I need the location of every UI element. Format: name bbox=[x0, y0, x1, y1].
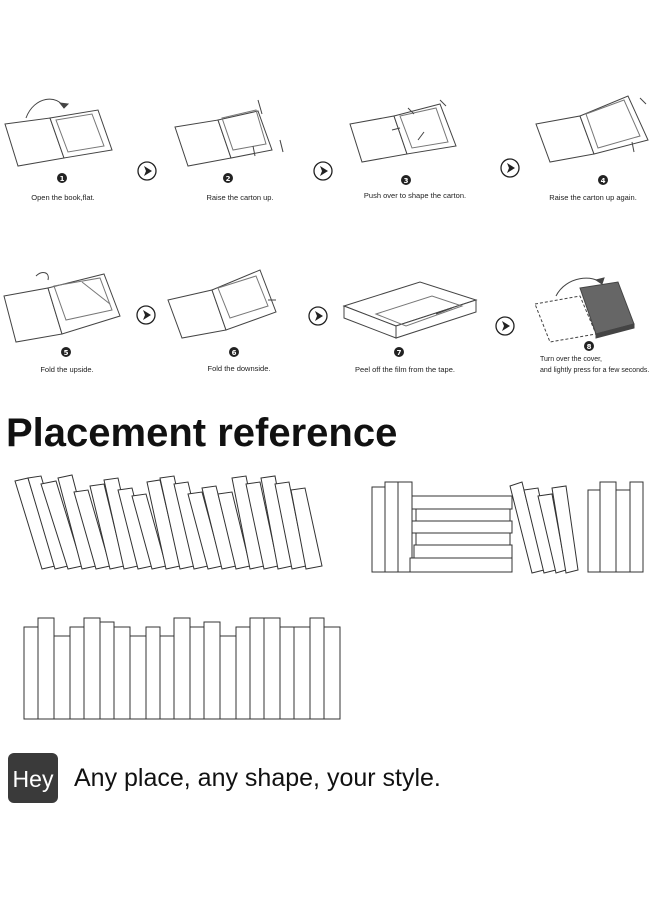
step-4-number-badge bbox=[598, 175, 608, 185]
step-6-illustration bbox=[167, 269, 277, 339]
step-7-number: 7 bbox=[397, 349, 402, 357]
step-4-number: 4 bbox=[601, 177, 606, 185]
step-7-caption: Peel off the film from the tape. bbox=[355, 365, 455, 374]
step-1-number: 1 bbox=[60, 175, 65, 183]
step-5-number: 5 bbox=[64, 349, 69, 357]
step-8-number: 8 bbox=[587, 343, 592, 351]
step-8-illustration bbox=[534, 277, 635, 343]
arrangement-leaning-books bbox=[14, 474, 323, 570]
arrangement-upright-books bbox=[23, 617, 341, 720]
placement-title: Placement reference bbox=[6, 411, 397, 455]
hey-badge-text: Hey bbox=[13, 766, 54, 792]
step-8-caption-line-2: and lightly press for a few seconds. bbox=[540, 367, 649, 374]
step-1-number-badge bbox=[57, 173, 67, 183]
step-6-number-badge bbox=[229, 347, 239, 357]
step-3-illustration bbox=[349, 99, 457, 163]
arrangement-mixed-books bbox=[371, 481, 644, 574]
step-3-number-badge bbox=[401, 175, 411, 185]
step-7-number-badge bbox=[394, 347, 404, 357]
step-1-caption: Open the book,flat. bbox=[31, 193, 94, 202]
step-2-number: 2 bbox=[226, 175, 231, 183]
step-6-caption: Fold the downside. bbox=[208, 364, 271, 373]
hey-badge bbox=[8, 753, 58, 803]
step-3-caption: Push over to shape the carton. bbox=[364, 191, 466, 200]
step-2-caption: Raise the carton up. bbox=[206, 193, 273, 202]
step-4-caption: Raise the carton up again. bbox=[549, 193, 637, 202]
step-7-illustration bbox=[342, 281, 478, 339]
step-3-number: 3 bbox=[404, 177, 409, 185]
step-5-caption: Fold the upside. bbox=[40, 365, 93, 374]
step-8-number-badge bbox=[584, 341, 594, 351]
step-5-number-badge bbox=[61, 347, 71, 357]
tagline: Any place, any shape, your style. bbox=[74, 764, 441, 792]
step-2-number-badge bbox=[223, 173, 233, 183]
step-5-illustration bbox=[3, 272, 121, 343]
step-1-illustration bbox=[4, 98, 113, 167]
step-8-caption-line-1: Turn over the cover, bbox=[540, 356, 602, 363]
step-6-number: 6 bbox=[232, 349, 237, 357]
step-4-illustration bbox=[535, 95, 649, 163]
step-2-illustration bbox=[174, 99, 284, 167]
